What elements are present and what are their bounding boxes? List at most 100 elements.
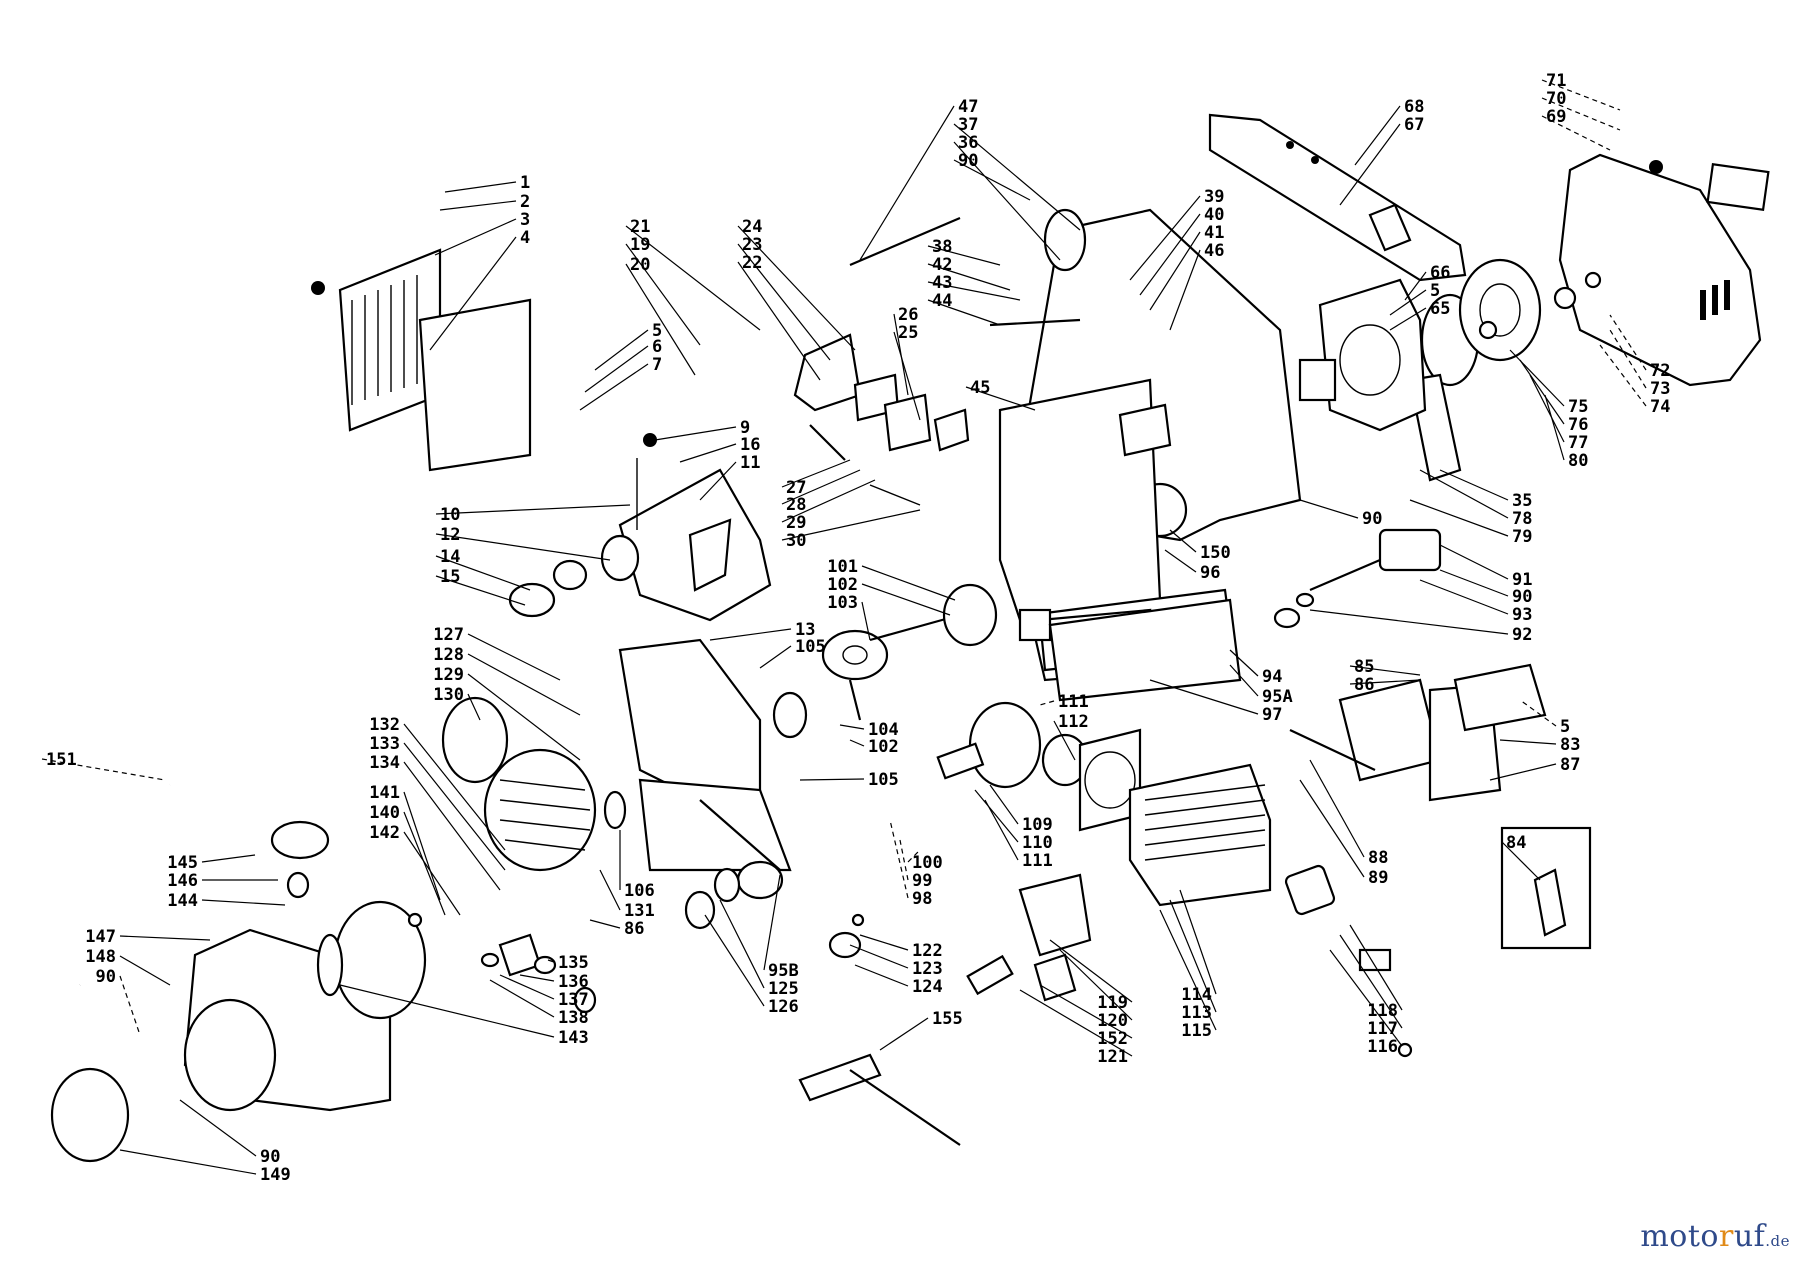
callout-leader-line [763, 874, 781, 971]
chain-brake [1298, 278, 1427, 432]
callout-group: 112 [1053, 712, 1089, 761]
callout-leader-line [1039, 700, 1055, 706]
filter-housing [508, 433, 772, 622]
muffler [1289, 663, 1547, 802]
callout-group: 30 [781, 509, 921, 551]
watermark: motoruf.de [1640, 1219, 1790, 1254]
part-callout-number: 147 [85, 927, 116, 947]
callout-group: 151 [41, 750, 166, 781]
decal-inset-box [1500, 826, 1592, 950]
callout-leader-line [889, 819, 909, 899]
callout-group: 77 [1529, 374, 1588, 453]
callout-group: 103 [827, 593, 871, 641]
callout-leader-line [1299, 779, 1365, 878]
part-callout-number: 92 [1512, 625, 1532, 645]
callout-group: 29 [781, 479, 876, 533]
part-callout-number: 86 [1354, 675, 1374, 695]
callout-group: 135 [547, 953, 589, 973]
part-callout-number: 126 [768, 997, 799, 1017]
callout-group: 92 [1309, 609, 1532, 645]
callout-leader-line [1159, 909, 1217, 1031]
part-callout-number: 112 [1058, 712, 1089, 732]
part-callout-number: 87 [1560, 755, 1580, 775]
callout-group: 13 [709, 620, 815, 641]
part-callout-number: 134 [369, 753, 400, 773]
callout-group: 121 [1019, 989, 1133, 1067]
part-callout-number: 5 [1560, 717, 1570, 737]
fuel-tank [1048, 598, 1242, 702]
callout-group: 90 [1299, 499, 1382, 529]
callout-group: 129 [433, 665, 581, 761]
callout-leader-line [927, 245, 1001, 266]
callout-leader-line [499, 974, 555, 1000]
callout-group: 12 [435, 525, 611, 561]
callout-group: 138 [489, 979, 589, 1028]
part-callout-number: 76 [1568, 415, 1588, 435]
part-callout-number: 72 [1650, 361, 1670, 381]
callout-group: 90 [179, 1099, 280, 1167]
callout-group: 80 [1544, 394, 1588, 471]
callout-group: 98 [889, 819, 932, 909]
callout-group: 85 [1349, 657, 1421, 677]
callout-group: 125 [719, 899, 799, 999]
callout-group: 42 [927, 255, 1011, 291]
clutch [1408, 258, 1602, 482]
callout-group: 74 [1599, 344, 1670, 417]
callout-group: 25 [893, 323, 921, 421]
callout-leader-line [953, 123, 1081, 231]
callout-group: 117 [1339, 934, 1403, 1039]
callout-group: 35 [1439, 469, 1532, 511]
callout-leader-line [403, 742, 506, 871]
callout-group: 136 [519, 972, 589, 992]
callout-group: 93 [1419, 579, 1532, 625]
callout-leader-line [1349, 679, 1421, 685]
callout-group: 46 [1169, 241, 1224, 331]
callout-leader-line [781, 469, 861, 505]
part-callout-number: 68 [1404, 97, 1424, 117]
part-callout-number: 5 [652, 321, 662, 341]
callout-leader-line [737, 261, 821, 381]
callout-leader-line [579, 363, 649, 411]
callout-leader-line [737, 225, 856, 351]
callout-leader-line [1299, 499, 1359, 519]
part-callout-number: 28 [786, 495, 806, 515]
callout-leader-line [781, 459, 851, 488]
callout-leader-line [119, 935, 211, 941]
callout-leader-line [1149, 231, 1201, 311]
callout-leader-line [1169, 529, 1197, 553]
callout-leader-line [799, 778, 865, 781]
callout-group: 142 [369, 823, 461, 916]
part-callout-number: 16 [740, 435, 760, 455]
callout-group: 102 [827, 575, 951, 616]
part-callout-number: 123 [912, 959, 943, 979]
callout-leader-line [704, 914, 765, 1007]
callout-leader-line [119, 975, 141, 1036]
callout-leader-line [179, 1099, 257, 1157]
callout-leader-line [584, 345, 649, 393]
fuel-hose [25, 781, 171, 996]
part-callout-number: 67 [1404, 115, 1424, 135]
part-callout-number: 75 [1568, 397, 1588, 417]
part-callout-number: 65 [1430, 299, 1450, 319]
part-callout-number: 66 [1430, 263, 1450, 283]
spark-plug [1284, 864, 1392, 972]
callout-leader-line [839, 724, 865, 730]
part-callout-number: 89 [1368, 868, 1388, 888]
part-callout-number: 125 [768, 979, 799, 999]
callout-leader-line [849, 944, 909, 969]
callout-group: 95B [763, 874, 799, 981]
callout-leader-line [859, 105, 955, 261]
part-callout-number: 46 [1204, 241, 1224, 261]
callout-leader-line [467, 653, 581, 716]
callout-leader-line [1541, 115, 1611, 151]
callout-group: 67 [1339, 115, 1424, 206]
callout-group: 110 [974, 789, 1053, 853]
callout-group: 90 [96, 967, 141, 1036]
callout-group: 88 [1309, 759, 1388, 868]
callout-group: 97 [1149, 679, 1282, 725]
callout-group: 10 [435, 504, 631, 525]
callout-leader-line [1609, 329, 1647, 389]
part-callout-number: 80 [1568, 451, 1588, 471]
callout-group: 94 [1229, 649, 1282, 687]
part-callout-number: 100 [912, 853, 943, 873]
